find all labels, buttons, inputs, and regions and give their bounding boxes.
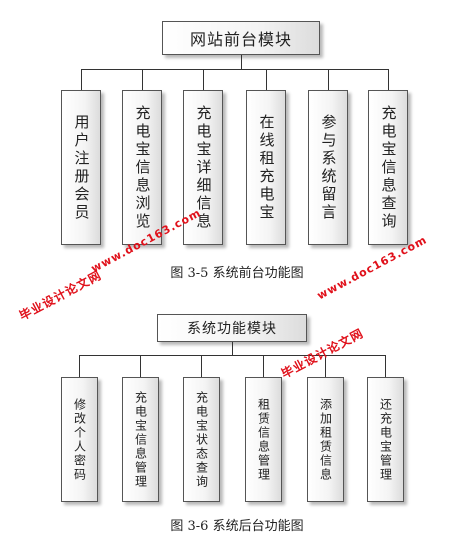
back-drop-6 bbox=[385, 355, 386, 377]
front-child-box-6: 充电宝信息查询 bbox=[368, 90, 408, 245]
front-drop-4 bbox=[266, 69, 267, 90]
back-bus-line bbox=[79, 355, 385, 356]
back-child-box-1: 修改个人密码 bbox=[61, 377, 98, 502]
back-child-label-5: 添加租赁信息 bbox=[318, 397, 333, 482]
front-child-box-3: 充电宝详细信息 bbox=[183, 90, 223, 245]
front-drop-2 bbox=[142, 69, 143, 90]
front-drop-1 bbox=[81, 69, 82, 90]
back-root-label: 系统功能模块 bbox=[187, 321, 277, 337]
front-root-box: 网站前台模块 bbox=[162, 21, 320, 55]
front-child-box-5: 参与系统留言 bbox=[308, 90, 348, 245]
front-root-connector bbox=[241, 55, 242, 69]
back-child-label-6: 还充电宝管理 bbox=[378, 397, 393, 482]
front-drop-6 bbox=[388, 69, 389, 90]
back-drop-4 bbox=[263, 355, 264, 377]
front-child-label-1: 用户注册会员 bbox=[72, 113, 91, 222]
front-child-box-2: 充电宝信息浏览 bbox=[122, 90, 162, 245]
front-caption: 图 3-5 系统前台功能图 bbox=[170, 266, 304, 281]
front-child-label-3: 充电宝详细信息 bbox=[194, 104, 213, 231]
front-child-label-4: 在线租充电宝 bbox=[257, 113, 276, 222]
front-drop-3 bbox=[203, 69, 204, 90]
front-bus-line bbox=[81, 69, 388, 70]
front-drop-5 bbox=[328, 69, 329, 90]
back-child-box-4: 租赁信息管理 bbox=[245, 377, 282, 502]
back-root-box: 系统功能模块 bbox=[157, 314, 307, 342]
front-child-label-6: 充电宝信息查询 bbox=[379, 104, 398, 231]
back-child-box-2: 充电宝信息管理 bbox=[122, 377, 159, 502]
back-caption: 图 3-6 系统后台功能图 bbox=[170, 519, 304, 534]
back-child-box-3: 充电宝状态查询 bbox=[183, 377, 220, 502]
back-child-label-1: 修改个人密码 bbox=[72, 397, 87, 482]
back-child-box-5: 添加租赁信息 bbox=[307, 377, 344, 502]
back-drop-2 bbox=[140, 355, 141, 377]
back-child-label-2: 充电宝信息管理 bbox=[133, 390, 148, 489]
front-root-label: 网站前台模块 bbox=[189, 30, 292, 49]
back-child-label-3: 充电宝状态查询 bbox=[194, 390, 209, 489]
front-child-box-1: 用户注册会员 bbox=[61, 90, 101, 245]
front-child-box-4: 在线租充电宝 bbox=[246, 90, 286, 245]
back-child-label-4: 租赁信息管理 bbox=[256, 397, 271, 482]
front-child-label-5: 参与系统留言 bbox=[319, 113, 338, 222]
back-drop-3 bbox=[201, 355, 202, 377]
back-drop-1 bbox=[79, 355, 80, 377]
back-drop-5 bbox=[325, 355, 326, 377]
front-child-label-2: 充电宝信息浏览 bbox=[133, 104, 152, 231]
back-root-connector bbox=[232, 342, 233, 355]
back-child-box-6: 还充电宝管理 bbox=[367, 377, 404, 502]
